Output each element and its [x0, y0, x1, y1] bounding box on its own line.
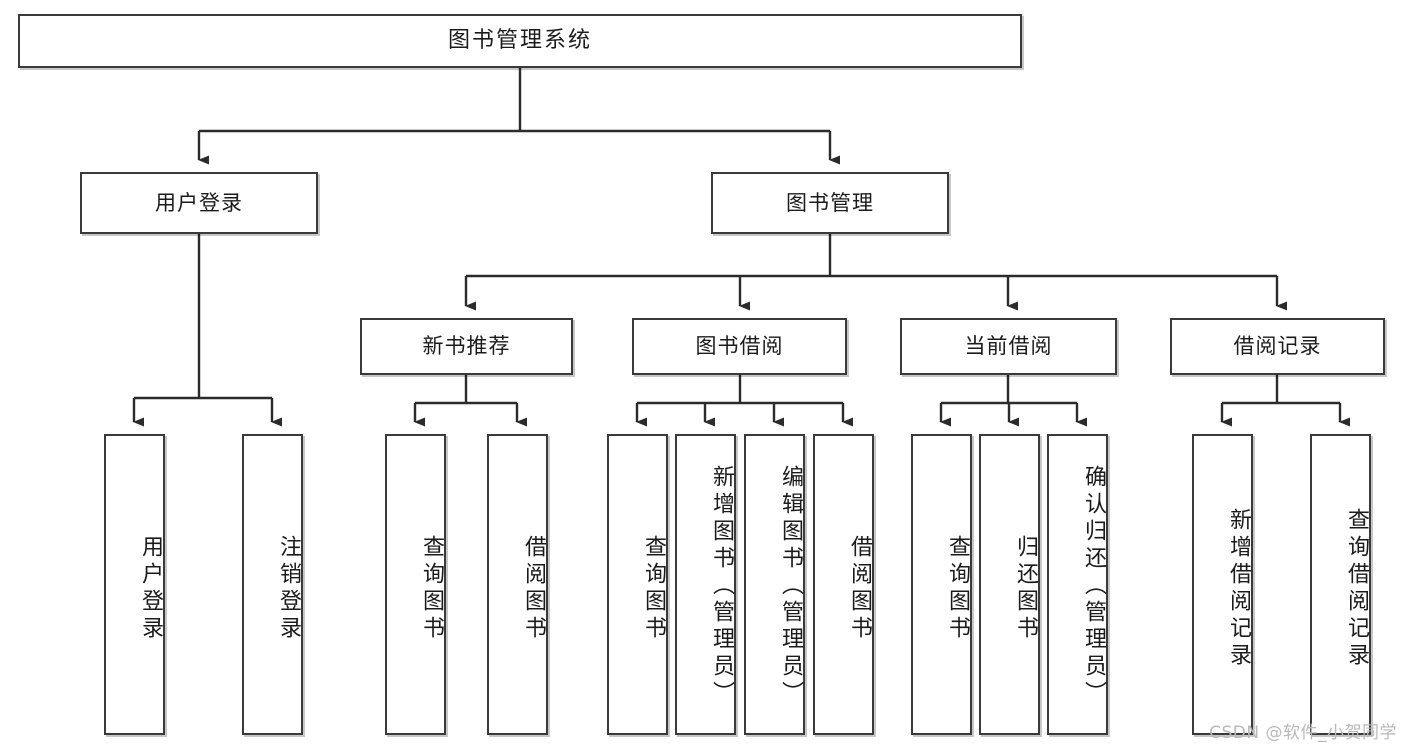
- node-label: 查询图书: [945, 534, 970, 643]
- node-book-borrow[interactable]: 图书借阅: [632, 318, 847, 375]
- leaf-query-book-borrow[interactable]: 查询图书: [607, 434, 668, 735]
- node-label: 当前借阅: [964, 334, 1053, 359]
- csdn-watermark: CSDN @软件_小贺同学: [1209, 723, 1397, 743]
- node-label: 查询图书: [641, 534, 666, 643]
- leaf-user-login[interactable]: 用户登录: [104, 434, 165, 735]
- node-label: 用户登录: [155, 190, 243, 215]
- node-label: 图书管理: [786, 190, 874, 215]
- node-label: 借阅图书: [521, 534, 546, 643]
- leaf-query-book-recommend[interactable]: 查询图书: [385, 434, 446, 735]
- node-label: 注销登录: [276, 534, 301, 643]
- leaf-edit-book-admin[interactable]: 编辑图书（管理员）: [744, 434, 805, 735]
- leaf-borrow-book-recommend[interactable]: 借阅图书: [487, 434, 548, 735]
- leaf-logout[interactable]: 注销登录: [242, 434, 303, 735]
- node-label: 图书管理系统: [447, 28, 592, 54]
- node-user-login[interactable]: 用户登录: [80, 172, 318, 234]
- node-label: 查询借阅记录: [1344, 507, 1369, 670]
- leaf-query-borrow-record[interactable]: 查询借阅记录: [1310, 434, 1371, 735]
- node-label: 借阅图书: [847, 534, 872, 643]
- leaf-add-borrow-record[interactable]: 新增借阅记录: [1192, 434, 1253, 735]
- node-label: 借阅记录: [1233, 334, 1322, 359]
- node-borrow-record[interactable]: 借阅记录: [1170, 318, 1385, 375]
- leaf-borrow-book[interactable]: 借阅图书: [813, 434, 874, 735]
- node-label: 用户登录: [138, 534, 163, 643]
- node-label: 新增图书（管理员）: [709, 465, 734, 708]
- node-book-management[interactable]: 图书管理: [711, 172, 949, 234]
- node-label: 新增借阅记录: [1226, 507, 1251, 670]
- leaf-return-book[interactable]: 归还图书: [979, 434, 1040, 735]
- node-current-borrow[interactable]: 当前借阅: [900, 318, 1117, 375]
- node-label: 确认归还（管理员）: [1081, 465, 1106, 708]
- leaf-add-book-admin[interactable]: 新增图书（管理员）: [675, 434, 736, 735]
- leaf-query-book-current[interactable]: 查询图书: [911, 434, 972, 735]
- leaf-confirm-return-admin[interactable]: 确认归还（管理员）: [1047, 434, 1108, 735]
- node-label: 新书推荐: [422, 334, 511, 359]
- node-new-book-recommend[interactable]: 新书推荐: [360, 318, 573, 375]
- node-label: 编辑图书（管理员）: [778, 465, 803, 708]
- node-label: 归还图书: [1013, 534, 1038, 643]
- node-label: 查询图书: [419, 534, 444, 643]
- node-label: 图书借阅: [695, 334, 784, 359]
- node-root-book-management-system[interactable]: 图书管理系统: [18, 14, 1022, 68]
